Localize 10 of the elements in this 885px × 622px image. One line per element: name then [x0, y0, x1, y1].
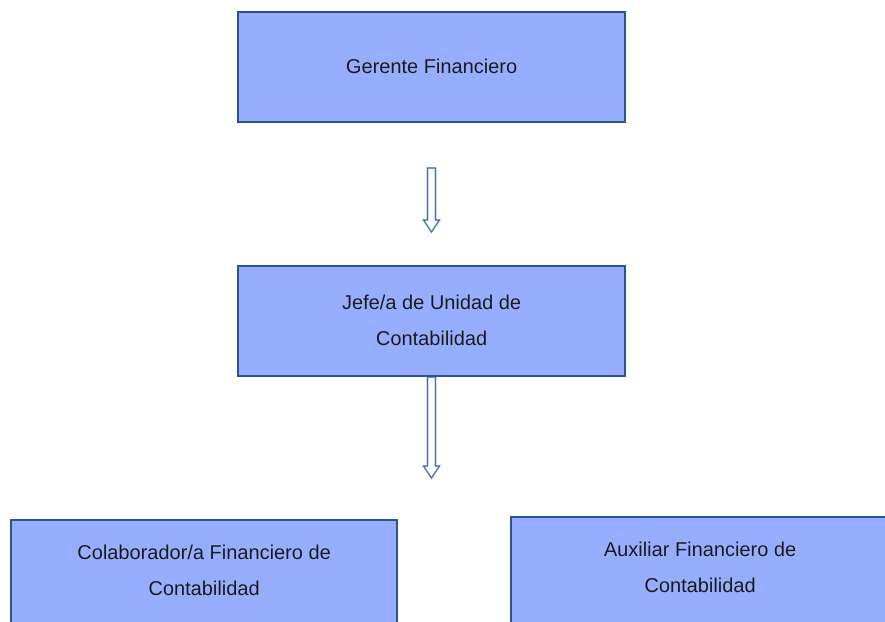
role-title: Jefe/a de Unidad de Contabilidad — [340, 291, 522, 352]
role-box — [510, 516, 885, 622]
role-title: Gerente Financiero — [346, 55, 518, 80]
role-title: Auxiliar Financiero de Contabilidad — [602, 538, 798, 599]
block-arrow — [422, 376, 441, 480]
role-box — [237, 265, 626, 377]
role-title: Colaborador/a Financiero de Contabilidad — [76, 541, 332, 602]
role-box — [237, 11, 626, 123]
role-box — [10, 519, 398, 622]
block-arrow — [422, 167, 441, 234]
